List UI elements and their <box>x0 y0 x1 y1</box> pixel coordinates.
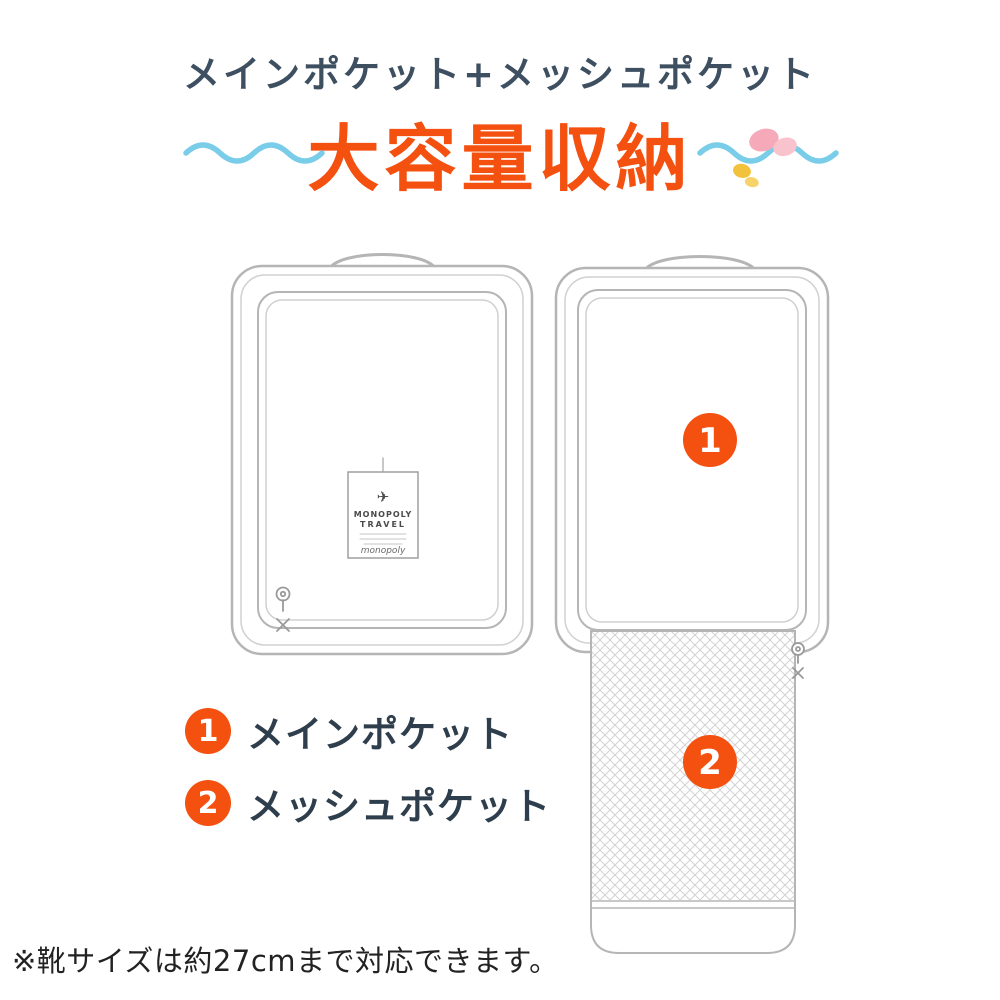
brand-name-line2: TRAVEL <box>360 520 406 529</box>
butterfly-yellow-icon <box>733 163 759 188</box>
callout-main-pocket: 1 <box>683 413 737 467</box>
brand-name-line1: MONOPOLY <box>354 510 413 519</box>
legend-number-badge: 2 <box>185 780 231 826</box>
brand-label: ✈ MONOPOLY TRAVEL monopoly <box>347 457 419 559</box>
zipper-pull-icon <box>275 586 291 632</box>
mesh-pouch-figure: 1 2 <box>554 255 830 954</box>
pouch-handle <box>328 253 437 270</box>
legend-item-main-pocket: 1 メインポケット <box>185 704 551 758</box>
legend-label: メインポケット <box>247 713 513 756</box>
callout-mesh-pocket: 2 <box>683 735 737 789</box>
legend-item-mesh-pocket: 2 メッシュポケット <box>185 776 551 830</box>
legend-number-badge: 1 <box>185 708 231 754</box>
mesh-zipper-pull-icon <box>791 642 805 679</box>
front-pouch-figure: ✈ MONOPOLY TRAVEL monopoly <box>230 253 534 656</box>
subtitle: メインポケット+メッシュポケット <box>182 53 817 96</box>
label-fineprint-lines <box>359 533 407 545</box>
brand-logo-script: monopoly <box>361 546 406 556</box>
airplane-icon: ✈ <box>377 488 390 506</box>
mesh-hem-stitch <box>590 900 796 909</box>
pouch-handle <box>643 255 757 272</box>
legend-label: メッシュポケット <box>247 785 551 828</box>
main-title: 大容量収納 <box>307 117 693 201</box>
callout-number: 2 <box>698 743 722 783</box>
callout-number: 1 <box>698 421 722 461</box>
wave-decoration-left <box>183 142 325 164</box>
footnote: ※靴サイズは約27cmまで対応できます。 <box>12 944 559 978</box>
wave-decoration-right <box>697 142 839 164</box>
legend: 1 メインポケット 2 メッシュポケット <box>185 704 551 830</box>
butterfly-pink-icon <box>749 128 797 157</box>
